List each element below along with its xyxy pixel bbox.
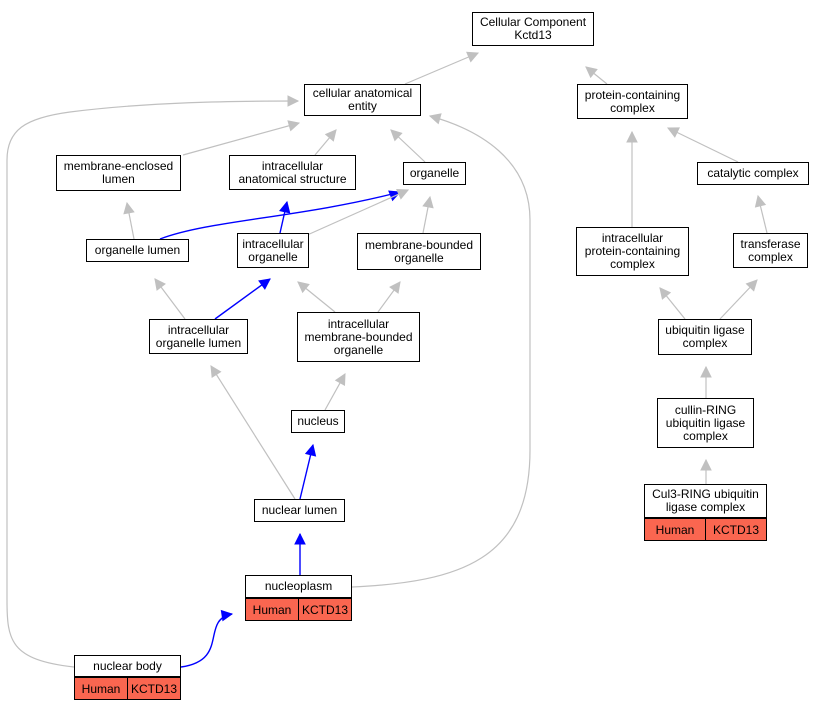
arrowhead-icon [666,127,680,138]
arrowhead-icon [428,113,442,125]
edge-org-cae [390,129,426,163]
edge-trf-cat [754,194,768,234]
node-membrane-enclosed-lumen[interactable]: membrane-enclosed lumen [56,155,181,191]
node-organelle-lumen[interactable]: organelle lumen [86,239,189,262]
edge-mbo-org [422,195,434,234]
edge-line [6,100,299,668]
arrowhead-icon [287,95,300,107]
arrowhead-icon [297,281,310,294]
edge-line [180,613,233,668]
arrowhead-icon [210,365,222,378]
edge-imb-ior [297,281,336,313]
arrowhead-icon [745,279,758,292]
arrowhead-icon [304,443,317,457]
arrowhead-icon [123,201,135,215]
edge-ias-cae [314,129,337,156]
node-intracellular-membrane-bounded-organelle[interactable]: intracellular membrane-bounded organelle [297,312,420,362]
node-transferase-complex[interactable]: transferase complex [733,233,808,268]
arrowhead-icon [659,287,672,300]
arrowhead-icon [324,129,337,142]
node-intracellular-protein-containing-complex[interactable]: intracellular protein-containing complex [576,227,689,276]
gene-cell[interactable]: KCTD13 [705,519,766,540]
arrowhead-icon [390,129,403,142]
arrowhead-icon [294,532,306,545]
gene-cell[interactable]: KCTD13 [127,678,180,699]
node-protein-containing-complex[interactable]: protein-containing complex [577,84,688,119]
edge-nbo-cae [6,95,300,668]
arrowhead-icon [754,194,767,208]
arrowhead-icon [626,130,638,143]
arrowhead-icon [466,51,480,63]
species-cell[interactable]: Human [81,681,121,696]
node-ubiquitin-ligase-complex[interactable]: ubiquitin ligase complex [658,319,752,355]
edge-nbo-npl [180,609,234,668]
edge-olu-mel [123,201,135,240]
node-cullin-ring-ubiquitin-ligase-complex[interactable]: cullin-RING ubiquitin ligase complex [657,398,754,448]
edge-iol-olu [154,278,186,320]
edge-line [214,278,271,320]
edge-line [667,127,739,163]
edge-npl-cae [351,113,531,588]
annotation-row-cul3-ring: Human KCTD13 [644,518,767,541]
edge-npl-nlu [294,532,306,575]
species-cell[interactable]: Human [655,522,695,537]
edge-line [304,189,409,237]
edge-crl-ulc [700,365,712,398]
arrowhead-icon [279,200,291,214]
arrowhead-icon [585,66,598,79]
node-intracellular-organelle[interactable]: intracellular organelle [237,233,309,268]
arrowhead-icon [389,281,401,294]
node-intracellular-organelle-lumen[interactable]: intracellular organelle lumen [149,319,248,354]
edge-nuc-imb [324,373,346,411]
gene-cell[interactable]: KCTD13 [298,599,351,620]
arrowhead-icon [396,188,410,200]
annotation-row-nuclear-body: Human KCTD13 [74,677,181,700]
edge-ior-org [304,188,410,237]
edge-pcc-root [585,66,608,85]
edge-nlu-iol [210,365,296,500]
node-nucleus[interactable]: nucleus [291,410,345,433]
edge-cat-pcc [666,127,739,163]
arrowhead-icon [422,195,434,209]
arrowhead-icon [700,458,712,471]
node-nucleoplasm[interactable]: nucleoplasm [245,575,352,598]
arrowhead-icon [154,278,166,291]
annotation-row-nucleoplasm: Human KCTD13 [245,598,352,621]
node-cul3-ring-ubiquitin-ligase-complex[interactable]: Cul3-RING ubiquitin ligase complex [644,484,767,518]
node-catalytic-complex[interactable]: catalytic complex [697,162,809,185]
node-nuclear-lumen[interactable]: nuclear lumen [254,499,345,522]
node-membrane-bounded-organelle[interactable]: membrane-bounded organelle [357,233,481,270]
edge-imb-mbo [377,281,401,313]
node-organelle[interactable]: organelle [403,162,466,185]
species-cell[interactable]: Human [252,602,292,617]
node-cellular-component[interactable]: Cellular Component Kctd13 [472,12,594,46]
edge-ior-ias [279,200,291,234]
arrowhead-icon [258,278,271,290]
edge-line [351,115,531,588]
edge-nlu-nuc [299,443,317,500]
node-nuclear-body[interactable]: nuclear body [74,655,181,677]
edge-ipc-pcc [626,130,638,227]
arrowhead-icon [220,609,234,622]
edge-ulc-trf [719,279,758,320]
edge-ulc-ipc [659,287,686,320]
edge-line [210,365,296,500]
node-cellular-anatomical-entity[interactable]: cellular anatomical entity [304,84,421,116]
edge-iol-ior [214,278,271,320]
edge-line [404,52,479,85]
edge-cae-root [404,51,480,85]
edge-c3r-crl [700,458,712,484]
arrowhead-icon [287,120,301,132]
node-intracellular-anatomical-structure[interactable]: intracellular anatomical structure [229,155,356,190]
edge-line [182,122,300,156]
arrowhead-icon [700,365,712,378]
arrowhead-icon [334,373,346,386]
edge-line [159,191,401,240]
edge-mel-cae [182,120,301,156]
